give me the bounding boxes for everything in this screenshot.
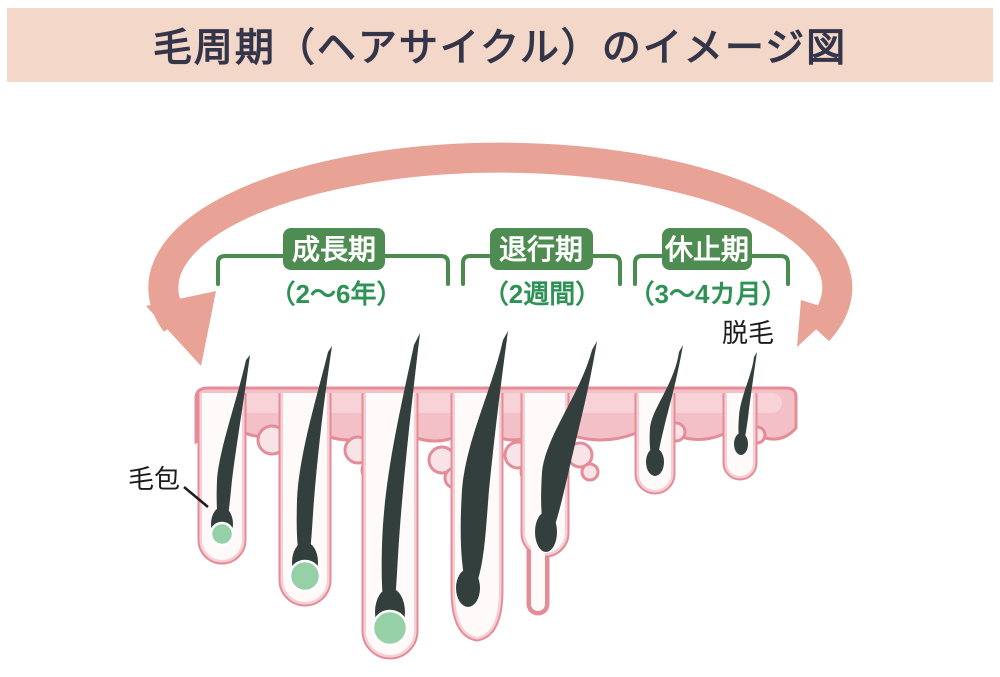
phase-box-growth [283, 228, 385, 270]
follicle-stage-5 [520, 341, 597, 616]
page-title: 毛周期（ヘアサイクル）のイメージ図 [152, 27, 848, 70]
cycle-arrow-tail [797, 300, 836, 347]
hair-club [734, 433, 748, 455]
cycle-arrow-arc [148, 142, 853, 342]
title-banner: 毛周期（ヘアサイクル）のイメージ図 [7, 8, 993, 82]
follicle-tail-cavity [531, 536, 545, 611]
hair-shaft [738, 352, 757, 448]
hair-club [646, 448, 664, 476]
shedding-label: 脱毛 [722, 318, 774, 348]
hair-club [456, 569, 480, 607]
phase-label-resting: 休止期 [664, 234, 749, 265]
follicle-stage-2 [278, 346, 332, 607]
phase-box-resting [662, 228, 752, 270]
dermal-papilla [288, 559, 322, 593]
phase-box-regression [490, 228, 593, 270]
follicle-stage-3 [361, 333, 420, 660]
dermal-papilla [371, 609, 409, 647]
phase-growth: 成長期 （2〜6年） [270, 228, 403, 309]
follicle-stage-7 [722, 352, 758, 481]
phase-label-regression: 退行期 [499, 233, 583, 265]
hair-shaft [649, 345, 683, 466]
phase-duration-resting: （3〜4カ月） [629, 279, 788, 309]
follicle-label: 毛包 [128, 464, 180, 494]
gland [580, 462, 600, 482]
skin-cross-section [194, 331, 798, 660]
hair-shaft [216, 355, 250, 535]
dermal-papilla [209, 521, 235, 547]
phase-duration-growth: （2〜6年） [270, 279, 403, 309]
follicle-stage-1 [197, 355, 250, 565]
hair-shaft [460, 331, 508, 598]
hair-shaft [296, 346, 332, 572]
phase-resting: 休止期 （3〜4カ月） [629, 228, 788, 309]
follicle-stage-4 [450, 331, 508, 642]
annotations: 毛包 脱毛 [128, 318, 774, 508]
hair-shaft [541, 341, 597, 545]
phase-duration-regression: （2週間） [483, 279, 601, 309]
cycle-arrow-head-icon [146, 291, 216, 366]
cycle-arrow [146, 142, 853, 366]
follicle-pointer-line [183, 486, 209, 508]
hair-club [535, 512, 557, 552]
phase-regression: 退行期 （2週間） [483, 228, 601, 309]
hair-shaft [381, 333, 420, 626]
phase-label-growth: 成長期 [292, 234, 376, 265]
follicle-stage-6 [634, 345, 683, 495]
